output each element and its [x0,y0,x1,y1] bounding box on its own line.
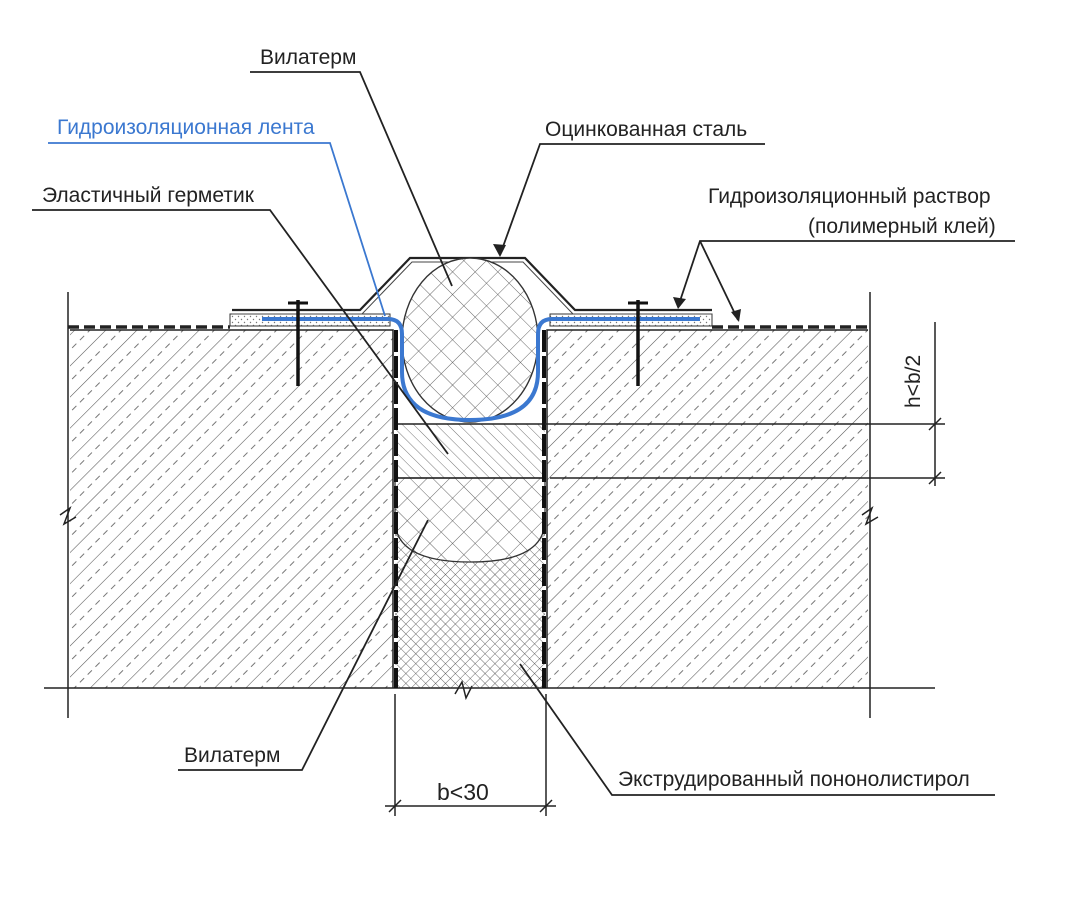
right-break-mark [861,505,879,526]
label-waterproof-mortar-line2: (полимерный клей) [808,215,996,238]
vilaterm-upper-cord [401,257,539,423]
leader-vilaterm-top [250,71,453,287]
leader-elastic-sealant [32,209,449,455]
label-extruded-polystyrene: Экструдированный пононолистирол [618,768,970,791]
vilaterm-lower-cord [394,477,546,563]
left-break-mark [59,505,77,526]
anchor-right [628,300,648,386]
leader-vilaterm-bottom [178,519,429,771]
label-waterproof-mortar-line1: Гидроизоляционный раствор [708,185,991,208]
dimension-width: b<30 [385,694,556,816]
waterproof-tape [262,317,700,423]
elastic-sealant-fill [395,424,545,478]
leader-galvanized-steel [499,143,765,256]
label-elastic-sealant: Эластичный герметик [42,184,255,207]
dimension-width-label: b<30 [437,779,489,805]
label-galvanized-steel: Оцинкованная сталь [545,118,747,141]
leader-waterproof-mortar [677,240,1015,321]
label-vilaterm-bottom: Вилатерм [184,744,280,767]
concrete-left-slab [70,329,394,688]
leader-extruded-polystyrene [519,663,995,796]
leader-waterproof-tape [48,142,386,317]
label-vilaterm-top: Вилатерм [260,46,356,69]
label-waterproof-tape: Гидроизоляционная лента [57,116,315,139]
concrete-right-slab [546,329,868,688]
anchor-left [288,300,308,386]
dimension-height: h<b/2 [545,322,945,486]
dimension-height-label: h<b/2 [902,355,925,408]
